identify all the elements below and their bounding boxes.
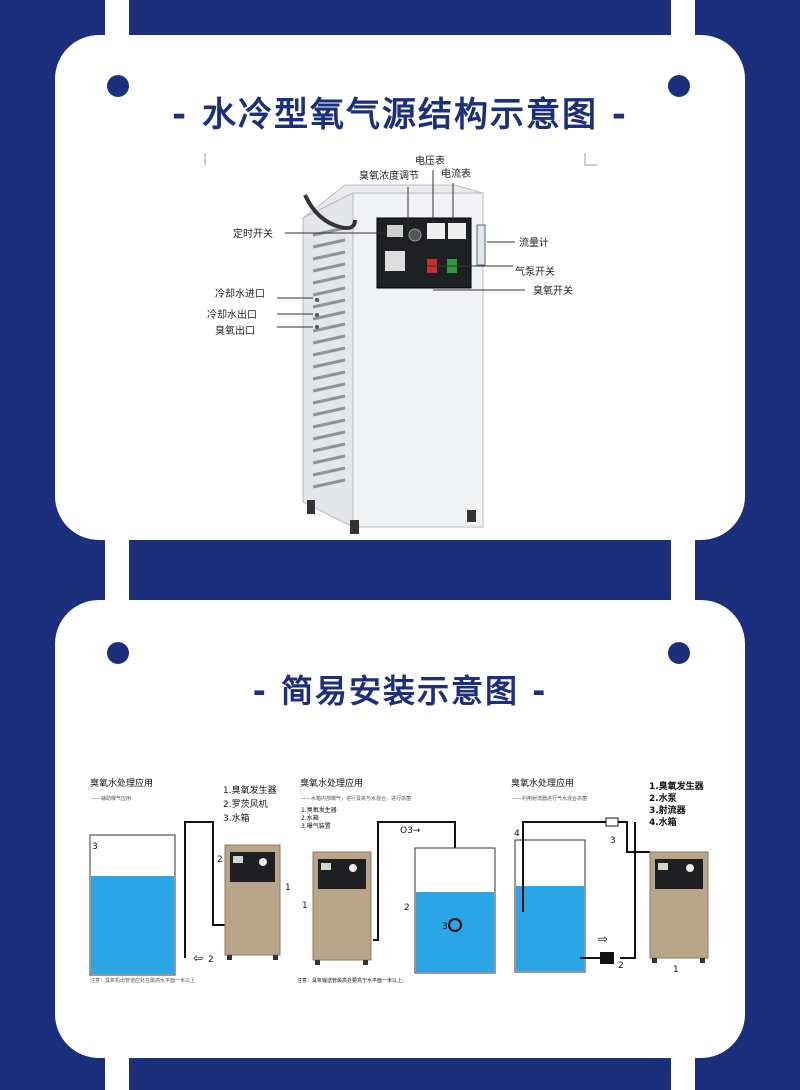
label-pump-switch: 气泵开关 [515,265,555,278]
diagram-c-water [516,886,584,971]
diagram-b-legend-2: 2.水箱 [301,814,319,822]
voltmeter-dial [427,223,445,239]
diagram-a-num2: 2 [208,955,214,965]
diagram-c-legend-3: 3.射流器 [649,804,687,816]
diagram-a-pipe [184,821,230,958]
diagram-c-arrow-icon: ⇨ [598,932,608,946]
diagram-b-title: 臭氧水处理应用 [300,777,363,789]
label-timer-switch: 定时开关 [233,227,273,240]
timer-display [387,225,403,237]
diagram-a: 臭氧水处理应用 ——辅助曝气应用 1.臭氧发生器 2.罗茨风机 3.水箱 3 ⇦… [89,777,291,984]
power-cord [303,194,357,231]
flowmeter-tube [476,224,486,266]
label-flowmeter: 流量计 [519,236,549,249]
diagram-a-note: 注意：臭氧机出管道应处在最高水平面一米以上 [90,977,195,984]
decor-dot-left [107,642,129,664]
diagram-a-legend-1: 1.臭氧发生器 [223,784,277,796]
diagram-a-title: 臭氧水处理应用 [90,777,153,789]
diagram-c-pipe-return [620,822,636,959]
diagram-c-legend-1: 1.臭氧发生器 [649,780,705,792]
label-ozone-switch: 臭氧开关 [533,284,573,297]
diagram-a-legend-2: 2.罗茨风机 [223,798,268,810]
diagram-b-legend-3: 3.曝气装置 [301,822,331,830]
diagram-c-num3: 3 [610,836,616,846]
diagram-a-legend-3: 3.水箱 [223,812,250,824]
label-ozone-adjust: 臭氧浓度调节 [359,169,419,182]
diagram-a-num2b: 2 [217,855,223,865]
diagram-b-note: 注意：臭氧输送管最高处要高于水平面一米以上。 [297,977,407,984]
diagram-c-title: 臭氧水处理应用 [511,777,574,789]
diagram-b-num1: 1 [302,901,308,911]
cabinet-vents [312,226,346,489]
diagram-a-arrow-icon: ⇦ [193,951,203,965]
diagram-a-subtitle: ——辅助曝气应用 [91,795,131,802]
diagram-b-o3-label: O3→ [400,826,421,836]
installation-title: - 简易安装示意图 - [252,672,548,710]
diagram-b-num2: 2 [404,903,410,913]
label-ozone-out: 臭氧出口 [215,324,255,337]
diagram-c-legend-4: 4.水箱 [649,816,677,828]
diagram-c-legend-2: 2.水泵 [649,792,678,804]
installation-diagrams: 臭氧水处理应用 ——辅助曝气应用 1.臭氧发生器 2.罗茨风机 3.水箱 3 ⇦… [89,777,709,984]
structure-diagram: 电压表 臭氧浓度调节 电流表 定时开关 流量计 气泵开关 臭氧开关 冷却水进口 … [204,153,597,534]
callout-lines [277,170,525,328]
diagram-a-num1: 1 [285,883,291,893]
diagram-a-num3: 3 [92,842,98,852]
diagram-b-legend-1: 1.臭氧发生器 [301,806,337,814]
diagram-c-pump [600,952,614,964]
cabinet-top [302,184,484,219]
diagram-c: 臭氧水处理应用 ——利用射流器进行气水混合杀菌 1.臭氧发生器 2.水泵 3.射… [511,777,709,975]
installation-card: - 简易安装示意图 - 臭氧水处理应用 ——辅助曝气应用 1.臭氧发生器 2.罗… [55,600,745,1058]
label-voltmeter: 电压表 [415,154,445,167]
label-cooling-out: 冷却水出口 [207,308,257,321]
diagram-b-subtitle: ——水箱内部曝气，进行臭氧与水混合，进行杀菌 [301,795,411,802]
diagram-c-ejector [605,817,619,827]
ammeter-dial [448,223,466,239]
diagram-a-water [91,876,174,974]
decor-dot-left [107,75,129,97]
diagram-c-num2: 2 [618,961,624,971]
diagram-c-subtitle: ——利用射流器进行气水混合杀菌 [512,795,587,802]
knob-icon [408,228,422,242]
diagram-c-num4: 4 [514,829,520,839]
label-ammeter: 电流表 [441,167,471,180]
diagram-b-num3: 3 [442,922,448,932]
diagram-b: 臭氧水处理应用 ——水箱内部曝气，进行臭氧与水混合，进行杀菌 1.臭氧发生器 2… [297,777,496,984]
structure-title: - 水冷型氧气源结构示意图 - [172,95,628,135]
decor-dot-right [668,75,690,97]
diagram-c-num1: 1 [673,965,679,975]
label-cooling-in: 冷却水进口 [215,287,265,300]
structure-card: - 水冷型氧气源结构示意图 - [55,35,745,540]
decor-dot-right [668,642,690,664]
